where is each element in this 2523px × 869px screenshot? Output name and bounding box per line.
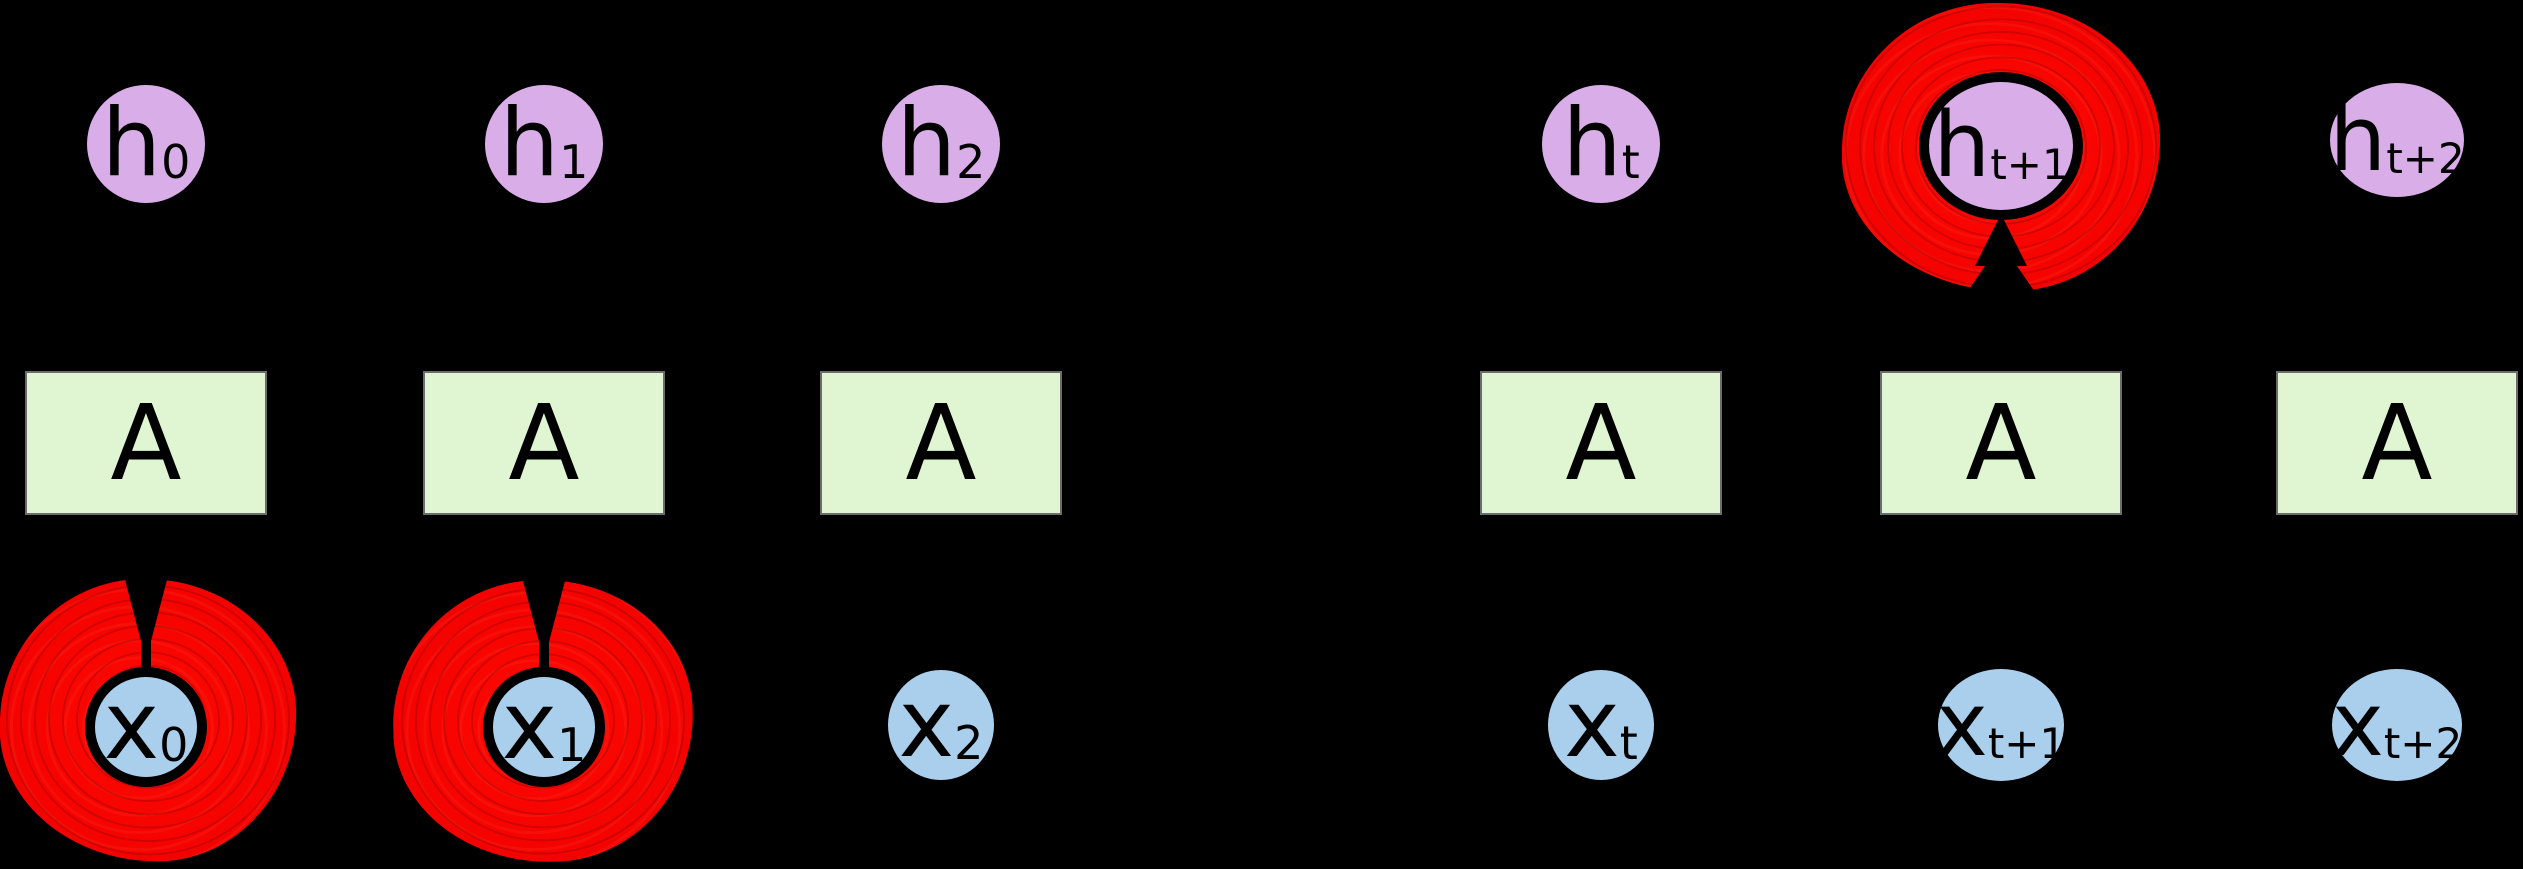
cell-at1-label: A <box>1965 382 2037 504</box>
cell-a1-label: A <box>508 382 580 504</box>
arrow-a-to-h2-shaft <box>934 206 948 374</box>
node-x2-label: x <box>898 670 955 779</box>
node-xt2-subscript: t+2 <box>2383 718 2463 768</box>
arrow-a1-to-a2 <box>665 436 820 448</box>
node-h1-subscript: 1 <box>559 135 589 190</box>
node-xt1-label: x <box>1935 673 1988 776</box>
connector-xt1-to-a <box>1996 516 2006 672</box>
cell-at: A <box>1480 371 1722 515</box>
node-x0-subscript: 0 <box>159 718 189 773</box>
node-x2-subscript: 2 <box>954 716 984 771</box>
node-x2: x2 <box>888 670 994 780</box>
node-ht2: ht+2 <box>2329 83 2465 197</box>
node-x1-subscript: 1 <box>557 718 587 773</box>
arrow-a0-to-a1 <box>267 436 423 448</box>
node-x1-highlighted: x1 <box>483 667 605 787</box>
node-h1: h1 <box>485 85 603 203</box>
arrow-a-to-h0-shaft <box>139 206 153 374</box>
node-h2: h2 <box>882 85 1000 203</box>
node-h2-label: h <box>896 89 957 198</box>
node-h2-subscript: 2 <box>956 135 986 190</box>
cell-at-label: A <box>1565 382 1637 504</box>
node-h0-subscript: 0 <box>161 135 191 190</box>
arrow-a-to-h1-shaft <box>537 206 551 374</box>
node-x0-highlighted: x0 <box>85 667 207 787</box>
node-ht2-label: h <box>2329 87 2387 192</box>
node-x1-label: x <box>501 672 558 781</box>
node-xt-label: x <box>1564 670 1620 779</box>
connector-xt-to-a <box>1596 516 1606 672</box>
node-x0-label: x <box>103 672 160 781</box>
node-ht2-subscript: t+2 <box>2386 133 2465 183</box>
node-ht1-label: h <box>1933 93 1991 198</box>
node-ht-label: h <box>1562 89 1622 198</box>
cell-at2-label: A <box>2361 382 2433 504</box>
node-xt2-label: x <box>2331 673 2384 776</box>
cell-a0-label: A <box>110 382 182 504</box>
cell-a2-label: A <box>905 382 977 504</box>
arrow-a2-to-at <box>1062 436 1480 448</box>
node-xt2: xt+2 <box>2332 669 2462 781</box>
cell-at1: A <box>1880 371 2122 515</box>
cell-a2: A <box>820 371 1062 515</box>
node-xt: xt <box>1548 670 1654 780</box>
node-h0-label: h <box>101 89 162 198</box>
connector-xt2-to-a <box>2392 516 2402 672</box>
cell-a1: A <box>423 371 665 515</box>
node-xt-subscript: t <box>1619 716 1638 771</box>
node-xt1: xt+1 <box>1935 669 2067 781</box>
arrow-at1-to-at2 <box>2122 436 2276 448</box>
node-ht: ht <box>1542 85 1660 203</box>
arrow-at-to-at1 <box>1722 436 1880 448</box>
cell-at2: A <box>2276 371 2518 515</box>
arrow-a-to-ht2-shaft <box>2390 206 2404 374</box>
node-h1-label: h <box>499 89 560 198</box>
node-ht-subscript: t <box>1621 135 1640 190</box>
connector-x0-to-a <box>141 516 151 672</box>
node-ht1-subscript: t+1 <box>1990 139 2069 189</box>
node-xt1-subscript: t+1 <box>1987 718 2067 768</box>
connector-x1-to-a <box>539 516 549 672</box>
cell-a0: A <box>25 371 267 515</box>
node-h0: h0 <box>87 85 205 203</box>
node-ht1-highlighted: ht+1 <box>1919 72 2083 220</box>
arrow-a-to-ht1-shaft <box>1992 262 2010 376</box>
arrow-a-to-ht-shaft <box>1594 206 1608 374</box>
connector-x2-to-a <box>936 516 946 672</box>
